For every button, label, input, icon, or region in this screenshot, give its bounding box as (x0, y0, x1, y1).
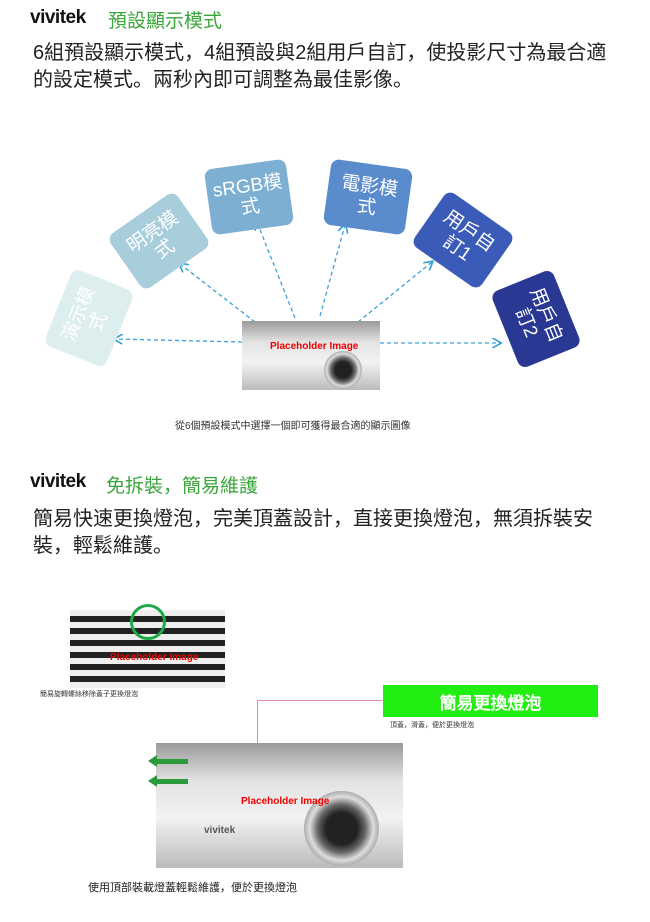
projector-image: Placeholder Image (242, 321, 380, 390)
placeholder-label: Placeholder Image (270, 341, 359, 352)
vivitek-logo: vivitek (30, 471, 86, 492)
vivitek-logo: vivitek (30, 7, 86, 28)
image-caption: 使用頂部裝載燈蓋輕鬆維護，便於更換燈泡 (88, 882, 297, 894)
arrow-to-mode-3 (257, 222, 296, 319)
mode-label: sRGB模式 (211, 171, 284, 220)
arrow-to-mode-5 (357, 262, 432, 323)
mode-label: 用戶自訂2 (510, 284, 567, 346)
section-title: 免拆裝，簡易維護 (106, 476, 259, 497)
image-caption: 從6個預設模式中選擇一個即可獲得最合適的顯示圖像 (175, 421, 411, 432)
highlight-circle (130, 604, 166, 640)
lens (324, 351, 362, 389)
projector-logo: vivitek (204, 825, 236, 836)
projector-top-image: vivitek Placeholder Image (156, 743, 403, 868)
arrow-to-mode-1 (115, 339, 243, 342)
section-description: 簡易快速更換燈泡，完美頂蓋設計，直接更換燈泡，無須拆裝安裝，輕鬆維護。 (33, 508, 593, 557)
arrow-to-mode-2 (180, 264, 256, 323)
lamp-cover-image: Placeholder Image (70, 604, 225, 688)
lens (304, 791, 379, 866)
left-arrow-icon (148, 755, 188, 767)
mode-arrows (0, 0, 650, 430)
section-title: 預設顯示模式 (108, 11, 223, 32)
mode-tile-cinema[interactable]: 電影模式 (322, 158, 414, 236)
section-description: 6組預設顯示模式，4組預設與2組用戶自訂，使投影尺寸為最合適的設定模式。兩秒內即… (33, 42, 607, 91)
left-arrow-icon (148, 775, 188, 787)
small-caption: 簡易旋轉螺絲移除蓋子更換燈泡 (40, 691, 138, 698)
placeholder-label: Placeholder Image (241, 796, 330, 807)
mode-tile-srgb[interactable]: sRGB模式 (203, 158, 295, 236)
placeholder-label: Placeholder Image (110, 652, 199, 663)
arrow-to-mode-4 (319, 225, 345, 317)
banner-caption: 頂蓋，滑蓋，便於更換燈泡 (390, 722, 474, 729)
callout-line (257, 700, 384, 771)
feature-banner: 簡易更換燈泡 (383, 685, 598, 717)
mode-label: 演示模式 (58, 283, 113, 345)
mode-label: 電影模式 (339, 172, 400, 220)
